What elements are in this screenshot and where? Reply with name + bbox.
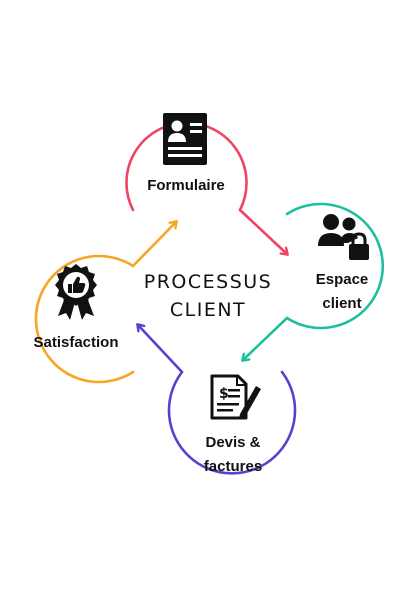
step-devis-factures-connector [138, 325, 297, 475]
step-satisfaction-connector [34, 222, 176, 384]
step-espace-client-label: Espace client [315, 271, 369, 312]
diagram-title: PROCESSUS CLIENT [143, 271, 273, 321]
svg-text:$: $ [219, 386, 229, 402]
step-satisfaction-label: Satisfaction [33, 334, 119, 351]
step-espace-client-connector [243, 202, 384, 360]
thumbs-up-badge-icon [55, 264, 97, 320]
users-lock-icon [318, 214, 369, 260]
invoice-sign-icon: $ [210, 374, 261, 420]
step-formulaire-label: Formulaire [147, 177, 225, 194]
profile-form-icon [163, 113, 207, 165]
step-devis-factures-label: Devis & factures [203, 434, 263, 475]
